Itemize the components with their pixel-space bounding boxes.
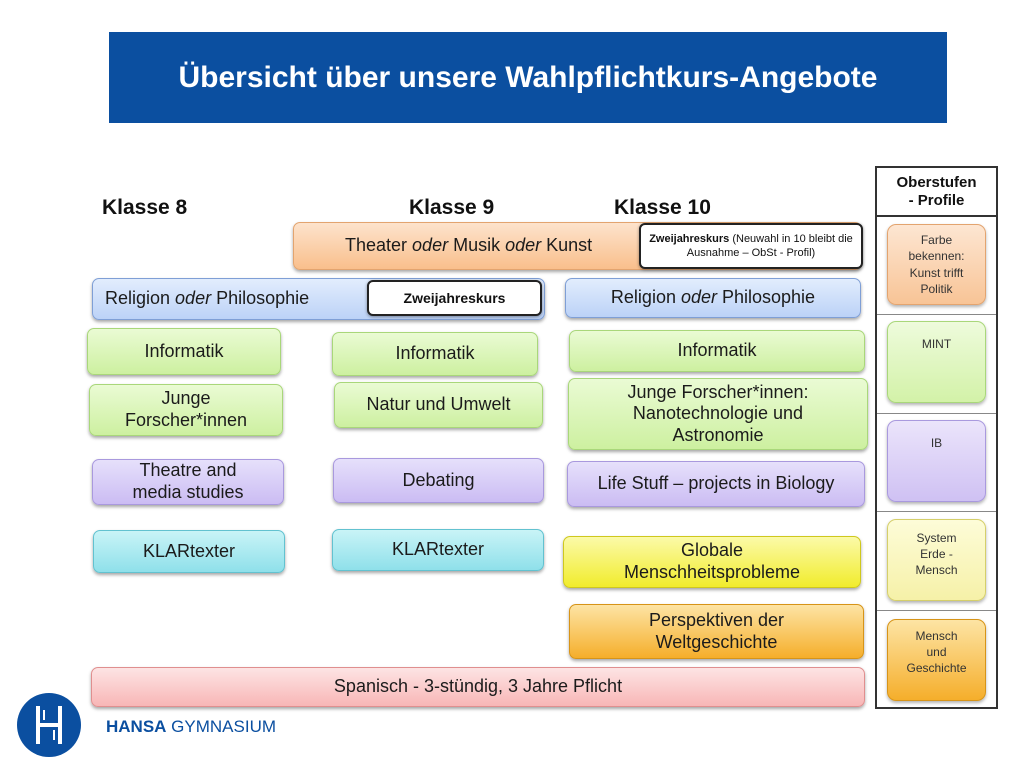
course-klartexter-9: KLARtexter — [332, 529, 544, 571]
course-globale-10: Globale Menschheitsprobleme — [563, 536, 861, 588]
course-theatre-media-8: Theatre and media studies — [92, 459, 284, 505]
course-theater-label: Theater oder Musik oder Kunst — [345, 235, 593, 256]
profile-ib: IB — [887, 420, 986, 502]
school-name: HANSA GYMNASIUM — [106, 717, 277, 736]
header-klasse-8: Klasse 8 — [102, 196, 188, 219]
profile-mint: MINT — [887, 321, 986, 403]
course-informatik-8: Informatik — [87, 328, 281, 375]
course-spanisch: Spanisch - 3-stündig, 3 Jahre Pflicht — [91, 667, 865, 707]
course-junge-forscher-10: Junge Forscher*innen: Nanotechnologie un… — [568, 378, 868, 450]
divider — [877, 610, 996, 611]
badge-zweijahreskurs-note: (Neuwahl in 10 bleibt die Ausnahme – ObS… — [686, 232, 853, 259]
course-life-stuff-10: Life Stuff – projects in Biology — [567, 461, 865, 507]
course-natur-umwelt-9: Natur und Umwelt — [334, 382, 543, 428]
title-banner: Übersicht über unsere Wahlpflichtkurs-An… — [109, 32, 947, 123]
profile-system-erde-mensch: System Erde - Mensch — [887, 519, 986, 601]
header-klasse-10: Klasse 10 — [614, 196, 711, 219]
badge-zweijahreskurs-bold: Zweijahreskurs — [649, 232, 730, 245]
profile-farbe-bekennen: Farbe bekennen: Kunst trifft Politik — [887, 224, 986, 305]
course-religion-philosophie-10: Religion oder Philosophie — [565, 278, 861, 318]
oberstufen-title: Oberstufen - Profile — [877, 168, 996, 217]
badge-zweijahreskurs-religion: Zweijahreskurs — [367, 280, 542, 316]
badge-zweijahreskurs-theater: Zweijahreskurs (Neuwahl in 10 bleibt die… — [639, 223, 863, 269]
divider — [877, 511, 996, 512]
course-religion-label-8-9: Religion oder Philosophie — [105, 288, 310, 309]
oberstufen-profile-panel: Oberstufen - Profile Farbe bekennen: Kun… — [875, 166, 998, 709]
course-informatik-10: Informatik — [569, 330, 865, 372]
course-debating-9: Debating — [333, 458, 544, 503]
profile-mensch-geschichte: Mensch und Geschichte — [887, 619, 986, 701]
divider — [877, 413, 996, 414]
hansa-logo-icon — [17, 693, 81, 757]
course-klartexter-8: KLARtexter — [93, 530, 285, 573]
course-junge-forscher-8: Junge Forscher*innen — [89, 384, 283, 436]
course-informatik-9: Informatik — [332, 332, 538, 376]
page-title: Übersicht über unsere Wahlpflichtkurs-An… — [178, 60, 878, 94]
divider — [877, 314, 996, 315]
header-klasse-9: Klasse 9 — [409, 196, 495, 219]
course-perspektiven-10: Perspektiven der Weltgeschichte — [569, 604, 864, 659]
course-religion-label-10: Religion oder Philosophie — [610, 287, 816, 308]
